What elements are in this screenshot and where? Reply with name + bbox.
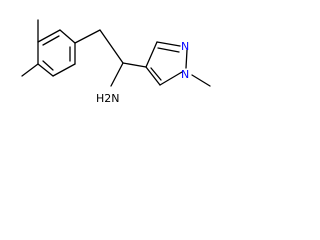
bond-pyr-c5-n1 xyxy=(159,71,183,86)
bond-pyr-n2-c3 xyxy=(156,41,181,47)
bond-benz-2 xyxy=(59,29,76,44)
bond-pyr-c3-c4 xyxy=(145,41,158,68)
bond-benz-inner-3 xyxy=(42,60,54,71)
bond-benz-5 xyxy=(37,63,54,77)
bond-ch-nh2 xyxy=(110,62,124,87)
ring-n1-label: N xyxy=(181,68,189,81)
bond-benz-4 xyxy=(52,63,76,77)
chemical-structure: H2N N N xyxy=(21,19,211,105)
bond-n-methyl xyxy=(191,74,211,87)
bond-ch-pyrazole xyxy=(122,62,147,68)
bond-pyr-n1-n2 xyxy=(185,49,188,69)
bond-benz-inner-1 xyxy=(42,35,60,46)
bond-pyr-inner-2 xyxy=(157,47,180,53)
bond-pyr-inner-1 xyxy=(150,67,162,81)
amine-label: H2N xyxy=(96,92,120,105)
ring-n2-label: N xyxy=(181,40,189,53)
bond-benz-1 xyxy=(37,29,61,43)
bond-pyr-c4-c5 xyxy=(145,66,161,86)
bond-ch2-ch xyxy=(99,29,124,64)
bond-methyl-bottom xyxy=(21,63,39,77)
bond-aryl-ch2 xyxy=(74,29,101,44)
